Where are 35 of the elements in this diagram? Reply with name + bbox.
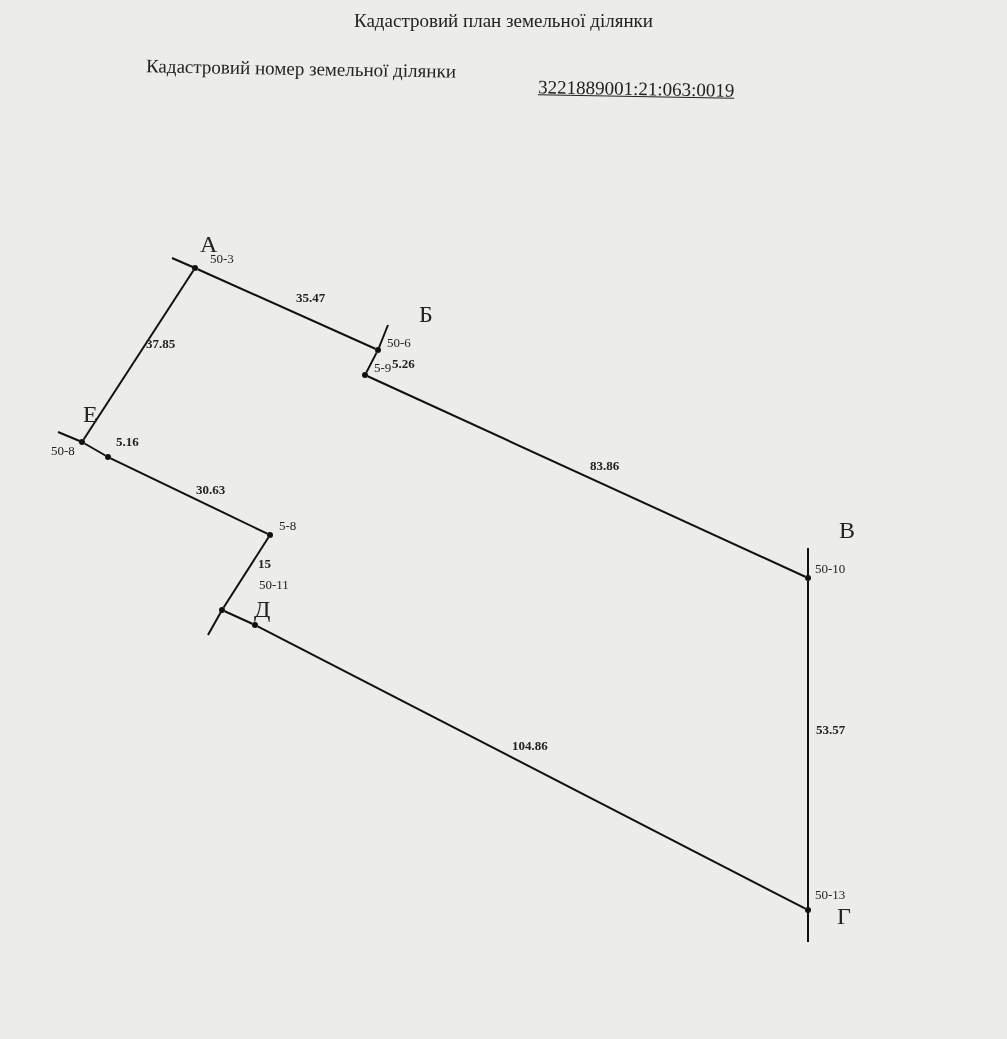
boundary-line [82,269,195,441]
point-letter: Б [419,301,433,328]
point-letter: В [839,517,855,544]
boundary-line [366,375,807,578]
point-letter: Г [837,903,851,930]
segment-length: 83.86 [590,458,620,474]
point-number: 50-11 [259,577,289,593]
plan-title: Кадастровий план земельної ділянки [353,10,654,32]
segment-length: 15 [258,556,271,572]
segment-length: 53.57 [816,722,846,738]
point-number: 50-13 [815,887,846,903]
boundary-line [223,610,254,625]
segment-length: 104.86 [512,738,548,754]
point-letter: Е [83,401,98,428]
boundary-line [109,457,269,535]
point-number: 5-8 [279,518,297,534]
boundary-line [83,442,107,457]
cadastral-number: 3221889001:21:063:0019 [537,76,735,102]
segment-length: 5.16 [116,434,139,450]
segment-length: 30.63 [196,482,226,498]
boundary-line [222,536,270,609]
segment-length: 37.85 [146,336,176,352]
field-caption: Кадастровий номер земельної ділянки [145,55,457,83]
point-number: 50-10 [815,561,846,577]
segment-length: 35.47 [296,290,326,306]
boundary-line [196,268,377,350]
boundary-line [365,351,378,374]
point-letter: Д [254,596,271,623]
point-number: 50-3 [210,251,234,267]
segment-length: 5.26 [392,356,415,372]
point-number: 5-9 [374,360,392,376]
point-number: 50-8 [51,443,75,459]
point-number: 50-6 [387,335,411,351]
boundary-line [807,580,809,908]
boundary-line [256,625,807,910]
